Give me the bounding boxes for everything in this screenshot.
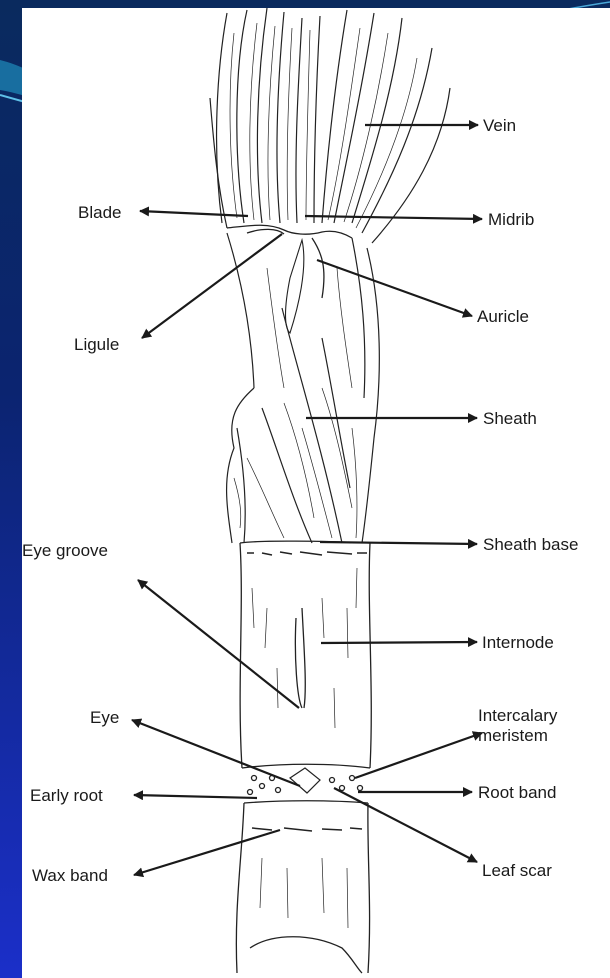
label-eye-groove: Eye groove [22,541,108,560]
collar-drawing [227,225,352,333]
arrow-intercalary-meristem [355,733,482,778]
label-leaf-scar: Leaf scar [482,861,552,880]
diagram-panel: Vein Blade Midrib Ligule Auricle Sheath … [22,8,610,978]
label-wax-band: Wax band [32,866,108,885]
arrow-eye-groove [138,580,299,708]
labels: Vein Blade Midrib Ligule Auricle Sheath … [22,116,578,885]
label-sheath-base: Sheath base [483,535,578,554]
label-root-band: Root band [478,783,556,802]
arrow-internode [321,642,477,643]
stalk-drawing [236,541,371,973]
label-sheath: Sheath [483,409,537,428]
arrow-eye [132,720,300,786]
arrow-auricle [317,260,472,316]
arrow-leaf-scar [334,788,477,862]
label-vein: Vein [483,116,516,135]
arrow-early-root [134,795,257,798]
sugarcane-stalk-diagram: Vein Blade Midrib Ligule Auricle Sheath … [22,8,610,978]
label-eye: Eye [90,708,119,727]
label-early-root: Early root [30,786,103,805]
arrow-wax-band [134,830,280,875]
label-meristem: meristem [478,726,548,745]
leader-arrows [132,125,482,875]
arrow-ligule [142,234,282,338]
label-auricle: Auricle [477,307,529,326]
label-internode: Internode [482,633,554,652]
arrow-midrib [305,216,482,219]
label-blade: Blade [78,203,121,222]
arrow-blade [140,211,248,216]
label-intercalary: Intercalary [478,706,558,725]
label-midrib: Midrib [488,210,534,229]
arrow-sheath-base [320,542,477,544]
label-ligule: Ligule [74,335,119,354]
